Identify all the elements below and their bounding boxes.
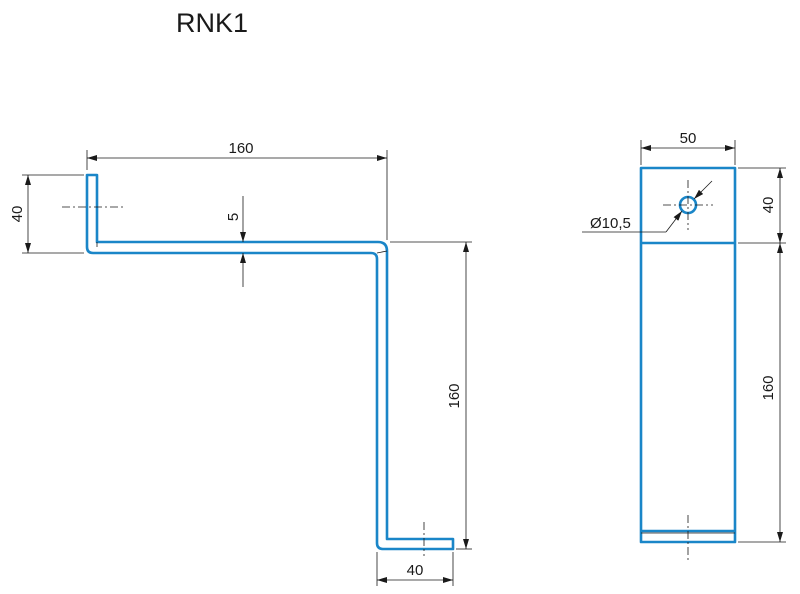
side-view: 160 40 5 160 40 bbox=[9, 140, 472, 586]
dim-flange-height: 40 bbox=[9, 206, 26, 223]
dim-lower-height: 160 bbox=[760, 375, 777, 400]
leader-line bbox=[693, 180, 713, 200]
dim-hole-diameter: Ø10,5 bbox=[590, 215, 631, 232]
dim-foot-length: 40 bbox=[407, 562, 424, 579]
bend-line bbox=[376, 250, 388, 254]
dim-top-length: 160 bbox=[228, 140, 253, 157]
dim-width: 50 bbox=[680, 130, 697, 147]
bracket-profile bbox=[85, 173, 455, 551]
leader-line bbox=[665, 210, 683, 233]
dim-top-height: 40 bbox=[760, 197, 777, 214]
dim-thickness: 5 bbox=[225, 213, 242, 221]
front-view: Ø10,5 50 40 160 bbox=[582, 130, 786, 562]
dim-vertical-length: 160 bbox=[446, 383, 463, 408]
drawing-title: RNK1 bbox=[176, 8, 248, 38]
